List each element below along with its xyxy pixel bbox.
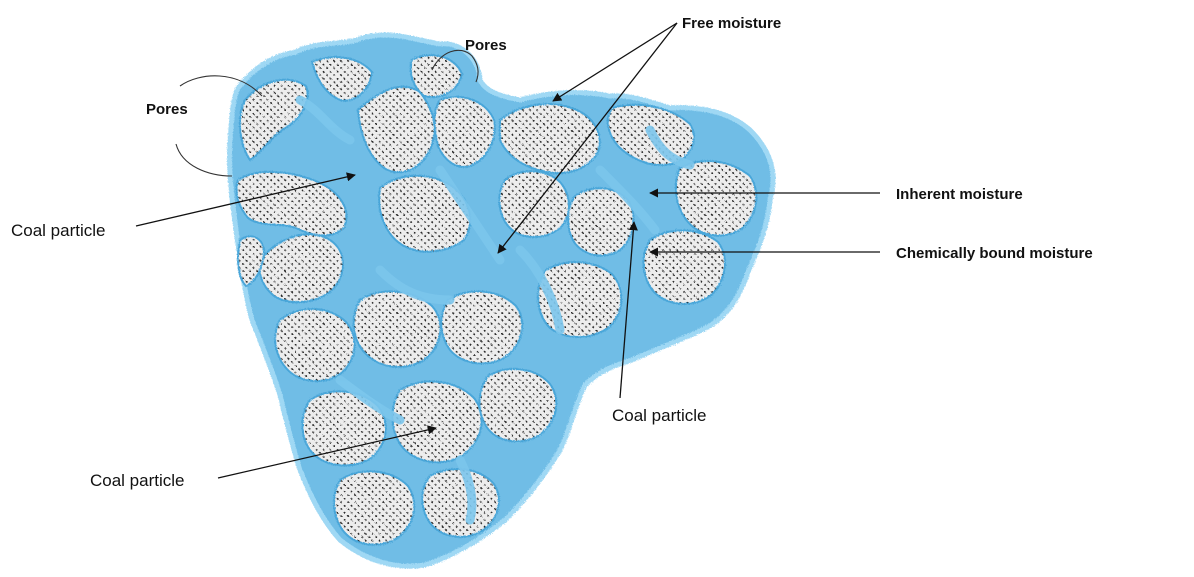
coal-grain xyxy=(354,291,441,367)
free-moisture-arrow-1 xyxy=(553,23,677,101)
coal-grain xyxy=(422,469,499,537)
coal-grain xyxy=(479,369,556,441)
pores-bracket-left-lower xyxy=(176,144,232,176)
coal-grain xyxy=(499,171,569,237)
label-inherent-moisture: Inherent moisture xyxy=(896,186,1023,203)
coal-grain xyxy=(644,230,725,303)
label-pores-top: Pores xyxy=(465,37,507,54)
label-coal-particle-bottom: Coal particle xyxy=(90,471,185,490)
label-chemically-bound-moisture: Chemically bound moisture xyxy=(896,245,1093,262)
coal-grain xyxy=(393,382,482,463)
label-free-moisture: Free moisture xyxy=(682,15,781,32)
label-coal-particle-right: Coal particle xyxy=(612,406,707,425)
label-pores-left: Pores xyxy=(146,101,188,118)
label-coal-particle-left: Coal particle xyxy=(11,221,106,240)
coal-grain xyxy=(275,309,354,381)
coal-grain xyxy=(334,471,414,544)
